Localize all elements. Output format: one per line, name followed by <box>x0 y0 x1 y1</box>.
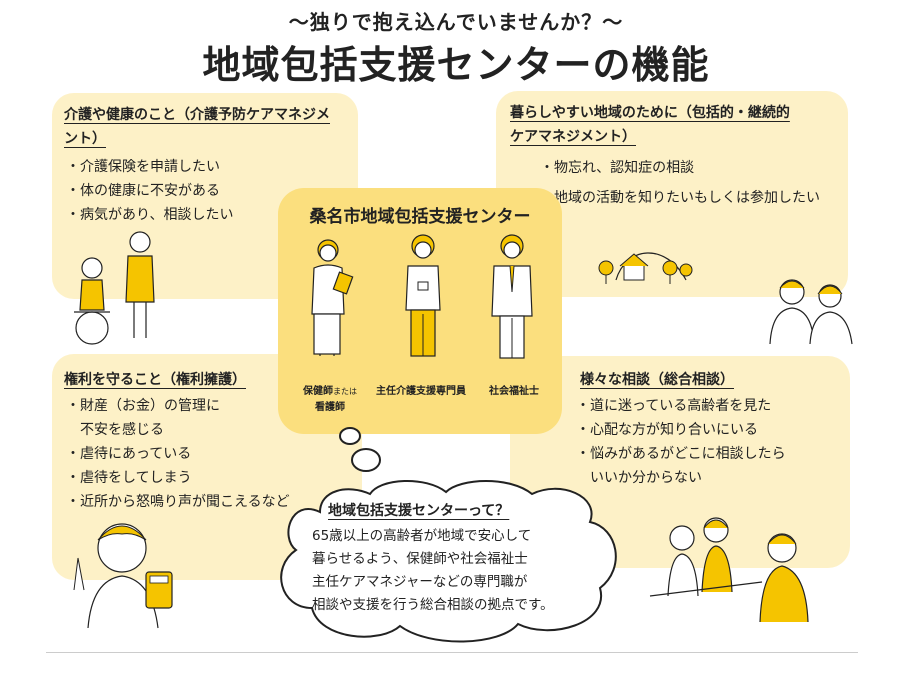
person-calculator-illustration <box>73 523 173 629</box>
list-item: ・虐待をしてしまう <box>66 470 192 486</box>
social-worker-illustration <box>491 234 533 359</box>
list-item: 不安を感じる <box>66 422 164 438</box>
role-nurse: 保健師または 看護師 <box>290 384 370 416</box>
footer-divider <box>46 652 858 653</box>
role-social-worker: 社会福祉士 <box>489 386 539 397</box>
card-community-head-line2: ケアマネジメント） <box>510 129 636 145</box>
card-community-list: ・物忘れ、認知症の相談 ・地域の活動を知りたいもしくは参加したい <box>540 153 820 213</box>
list-item: ・悩みがあるがどこに相談したら <box>576 446 786 462</box>
list-item: ・物忘れ、認知症の相談 <box>540 160 695 176</box>
card-care-head: 介護や健康のこと（介護予防ケアマネジメ ント） <box>64 103 330 151</box>
list-item: ・道に迷っている高齢者を見た <box>576 398 772 414</box>
cloud-title: 地域包括支援センターって？ <box>328 503 510 519</box>
elderly-couple-illustration <box>769 279 853 345</box>
list-item: ・虐待にあっている <box>66 446 192 462</box>
cloud-text: 地域包括支援センターって？ 65歳以上の高齢者が地域で安心して 暮らせるよう、保… <box>312 500 554 617</box>
role-nurse-line2: 看護師 <box>315 402 345 413</box>
role-nurse-small: または <box>333 387 357 396</box>
card-care-head-line2: ント） <box>64 131 106 147</box>
card-community-head: 暮らしやすい地域のために（包括的・継続的 ケアマネジメント） <box>510 101 790 149</box>
cloud-line: 相談や支援を行う総合相談の拠点です。 <box>312 597 554 613</box>
list-item: ・介護保険を申請したい <box>66 159 220 175</box>
page-title: 地域包括支援センターの機能 <box>202 43 710 87</box>
card-rights-head: 権利を守ること（権利擁護） <box>64 372 246 388</box>
list-item: いいか分からない <box>576 470 702 486</box>
card-rights-list: ・財産（お金）の管理に 不安を感じる ・虐待にあっている ・虐待をしてしまう ・… <box>66 394 290 514</box>
list-item: ・体の健康に不安がある <box>66 183 220 199</box>
list-item: ・財産（お金）の管理に <box>66 398 220 414</box>
card-care-list: ・介護保険を申請したい ・体の健康に不安がある ・病気があり、相談したい <box>66 155 233 227</box>
thought-cloud <box>280 427 617 643</box>
role-nurse-line1: 保健師 <box>303 386 333 397</box>
cloud-line: 主任ケアマネジャーなどの専門職が <box>312 574 528 590</box>
town-illustration <box>598 252 693 284</box>
list-item: ・地域の活動を知りたいもしくは参加したい <box>540 190 820 206</box>
list-item: ・心配な方が知り合いにいる <box>576 422 758 438</box>
nurse-illustration <box>311 239 354 356</box>
card-consult-head: 様々な相談（総合相談） <box>580 372 734 388</box>
subtitle: 〜独りで抱え込んでいませんか？〜 <box>288 10 624 34</box>
consultation-illustration <box>649 517 809 623</box>
role-care-manager: 主任介護支援専門員 <box>376 386 466 397</box>
wheelchair-caregiver-illustration <box>74 231 155 345</box>
card-care-head-line1: 介護や健康のこと（介護予防ケアマネジメ <box>64 107 330 123</box>
cloud-line: 65歳以上の高齢者が地域で安心して <box>312 528 532 544</box>
card-community-head-line1: 暮らしやすい地域のために（包括的・継続的 <box>510 105 790 121</box>
card-consult-list: ・道に迷っている高齢者を見た ・心配な方が知り合いにいる ・悩みがあるがどこに相… <box>576 394 786 490</box>
list-item: ・病気があり、相談したい <box>66 207 234 223</box>
center-title: 桑名市地域包括支援センター <box>309 207 531 227</box>
care-manager-illustration <box>405 234 441 357</box>
list-item: ・近所から怒鳴り声が聞こえるなど <box>66 494 290 510</box>
cloud-line: 暮らせるよう、保健師や社会福祉士 <box>312 551 528 567</box>
center-box: 桑名市地域包括支援センター 保健師または 看護師 主任介護支援専門員 社会福祉士 <box>278 188 562 434</box>
